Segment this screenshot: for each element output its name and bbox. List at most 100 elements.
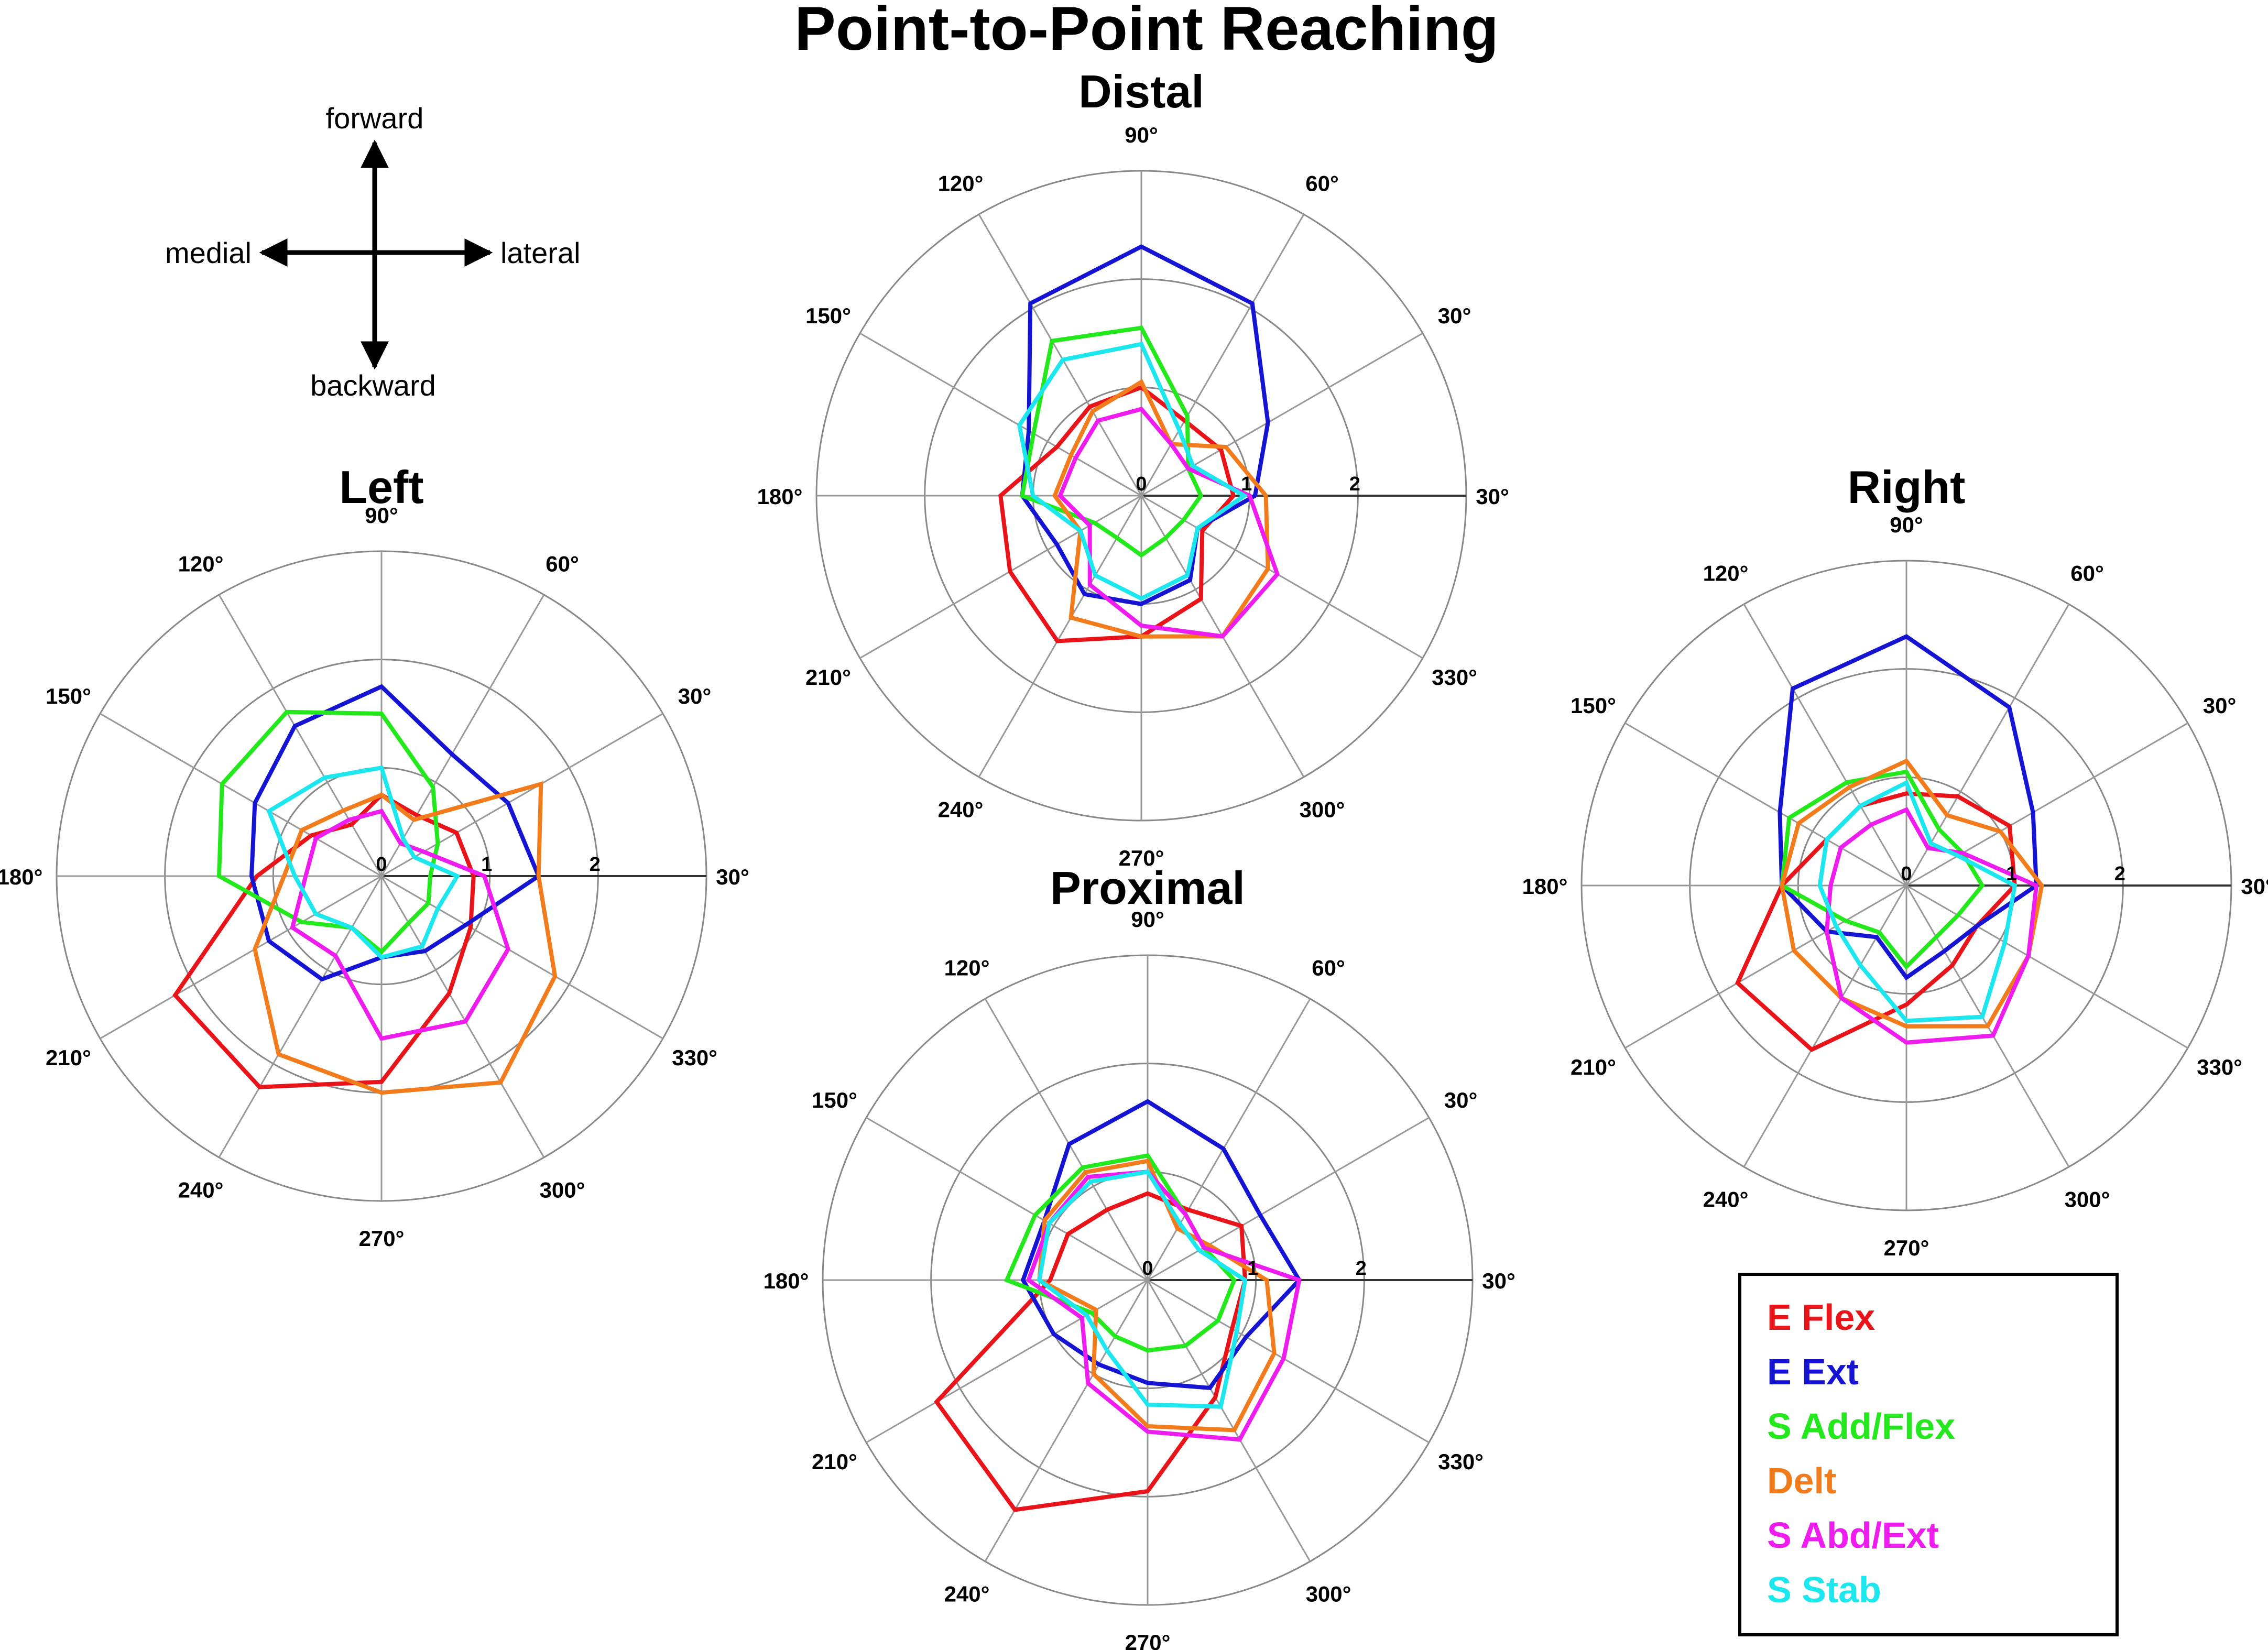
distal-radial-tick-label: 1 xyxy=(1241,473,1252,495)
right-spoke xyxy=(1624,884,1907,1049)
distal-series-e-flex xyxy=(998,385,1236,643)
right-series-s-stab xyxy=(1817,780,2018,1023)
legend-item-s-stab: S Stab xyxy=(1767,1569,1881,1610)
distal-angle-label: 210° xyxy=(805,665,851,690)
right-angle-label: 150° xyxy=(1571,693,1616,718)
distal-spoke xyxy=(978,214,1142,496)
distal-spoke xyxy=(1141,495,1423,659)
distal-spoke xyxy=(859,332,1142,497)
right-spoke xyxy=(1905,604,2070,886)
distal-angle-label: 150° xyxy=(805,303,851,328)
distal-angle-label: 90° xyxy=(1125,123,1158,147)
left-angle-label: 30° xyxy=(678,684,712,708)
right-spoke xyxy=(1906,884,2188,1049)
legend-item-s-add-flex: S Add/Flex xyxy=(1767,1406,1955,1447)
distal-spoke xyxy=(1140,214,1305,496)
distal-series-s-add-flex xyxy=(1020,325,1204,558)
distal-spoke xyxy=(1141,332,1423,497)
left-angle-label: 180° xyxy=(0,865,42,889)
proximal-angle-label: 90° xyxy=(1131,907,1164,932)
proximal-spoke xyxy=(1147,1279,1430,1444)
left-angle-label: 60° xyxy=(546,551,579,576)
proximal-angle-label: 330° xyxy=(1438,1449,1484,1474)
right-angle-label: 120° xyxy=(1703,561,1749,585)
distal-radial-tick-label: 2 xyxy=(1349,473,1360,495)
right-angle-label: 180° xyxy=(1522,874,1568,899)
distal-angle-label: 300° xyxy=(1300,797,1345,822)
distal-angle-label: 330° xyxy=(1432,665,1477,690)
left-radial-tick-label: 2 xyxy=(590,854,601,876)
distal-series-delt xyxy=(1052,379,1270,639)
left-series-delt xyxy=(253,781,558,1095)
left-spoke xyxy=(381,875,663,1040)
left-radial-tick-label: 1 xyxy=(481,854,492,876)
proximal-angle-label: 60° xyxy=(1312,955,1345,980)
right-radial-tick-label: 2 xyxy=(2114,863,2125,885)
proximal-axis-end-label: 30° xyxy=(1482,1269,1515,1293)
orientation-lateral-label: lateral xyxy=(500,236,581,269)
left-axis-end-label: 30° xyxy=(716,865,749,889)
left-angle-label: 240° xyxy=(178,1178,224,1203)
distal-angle-label: 240° xyxy=(938,797,984,822)
distal-angle-label: 30° xyxy=(1438,303,1471,328)
right-angle-label: 300° xyxy=(2065,1187,2110,1212)
distal-panel-title: Distal xyxy=(1078,65,1204,117)
proximal-series-e-ext xyxy=(1020,1099,1302,1390)
proximal-spoke xyxy=(866,1117,1148,1281)
right-spoke xyxy=(1743,604,1907,886)
left-spoke xyxy=(218,876,383,1158)
distal-series-s-stab xyxy=(1017,342,1248,601)
figure-title: Point-to-Point Reaching xyxy=(794,0,1499,63)
right-angle-label: 270° xyxy=(1884,1236,1929,1260)
proximal-spoke xyxy=(984,998,1149,1281)
distal-radial-tick-label: 0 xyxy=(1136,473,1147,495)
proximal-angle-label: 30° xyxy=(1444,1088,1478,1112)
proximal-spoke xyxy=(1147,1280,1311,1562)
legend-item-s-abd-ext: S Abd/Ext xyxy=(1767,1515,1939,1556)
right-spoke xyxy=(1906,722,2188,887)
right-radial-tick-label: 0 xyxy=(1901,863,1912,885)
left-spoke xyxy=(218,594,383,877)
right-series-delt xyxy=(1780,758,2044,1029)
right-series-s-abd-ext xyxy=(1824,807,2039,1045)
right-angle-label: 30° xyxy=(2203,693,2237,718)
left-angle-label: 120° xyxy=(178,551,224,576)
proximal-angle-label: 240° xyxy=(944,1582,990,1607)
proximal-angle-label: 180° xyxy=(764,1269,809,1293)
legend-box xyxy=(1738,1273,2119,1636)
orientation-forward-label: forward xyxy=(326,102,424,135)
left-series-s-add-flex xyxy=(216,709,440,955)
orientation-medial-label: medial xyxy=(165,236,252,269)
right-axis-end-label: 30° xyxy=(2241,874,2268,899)
proximal-angle-label: 270° xyxy=(1125,1630,1171,1650)
left-angle-label: 330° xyxy=(672,1045,717,1070)
distal-axis-end-label: 30° xyxy=(1476,484,1509,509)
proximal-spoke xyxy=(984,1280,1149,1562)
right-angle-label: 240° xyxy=(1703,1187,1749,1212)
left-spoke xyxy=(380,594,545,877)
right-angle-label: 90° xyxy=(1890,512,1923,537)
proximal-angle-label: 300° xyxy=(1306,1582,1351,1607)
left-angle-label: 90° xyxy=(365,503,398,528)
proximal-spoke xyxy=(1147,998,1311,1281)
distal-angle-label: 180° xyxy=(757,484,803,509)
legend-item-e-flex: E Flex xyxy=(1767,1297,1875,1338)
proximal-angle-label: 150° xyxy=(812,1088,857,1112)
proximal-angle-label: 120° xyxy=(944,955,990,980)
left-radial-tick-label: 0 xyxy=(376,854,387,876)
left-angle-label: 150° xyxy=(46,684,91,708)
proximal-radial-tick-label: 0 xyxy=(1142,1258,1153,1280)
distal-spoke xyxy=(978,495,1142,778)
left-spoke xyxy=(100,713,382,877)
right-spoke xyxy=(1624,722,1907,887)
left-spoke xyxy=(380,876,545,1158)
right-angle-label: 210° xyxy=(1571,1055,1616,1079)
proximal-spoke xyxy=(1147,1117,1430,1281)
left-angle-label: 300° xyxy=(540,1178,585,1203)
left-series-e-ext xyxy=(249,684,541,982)
